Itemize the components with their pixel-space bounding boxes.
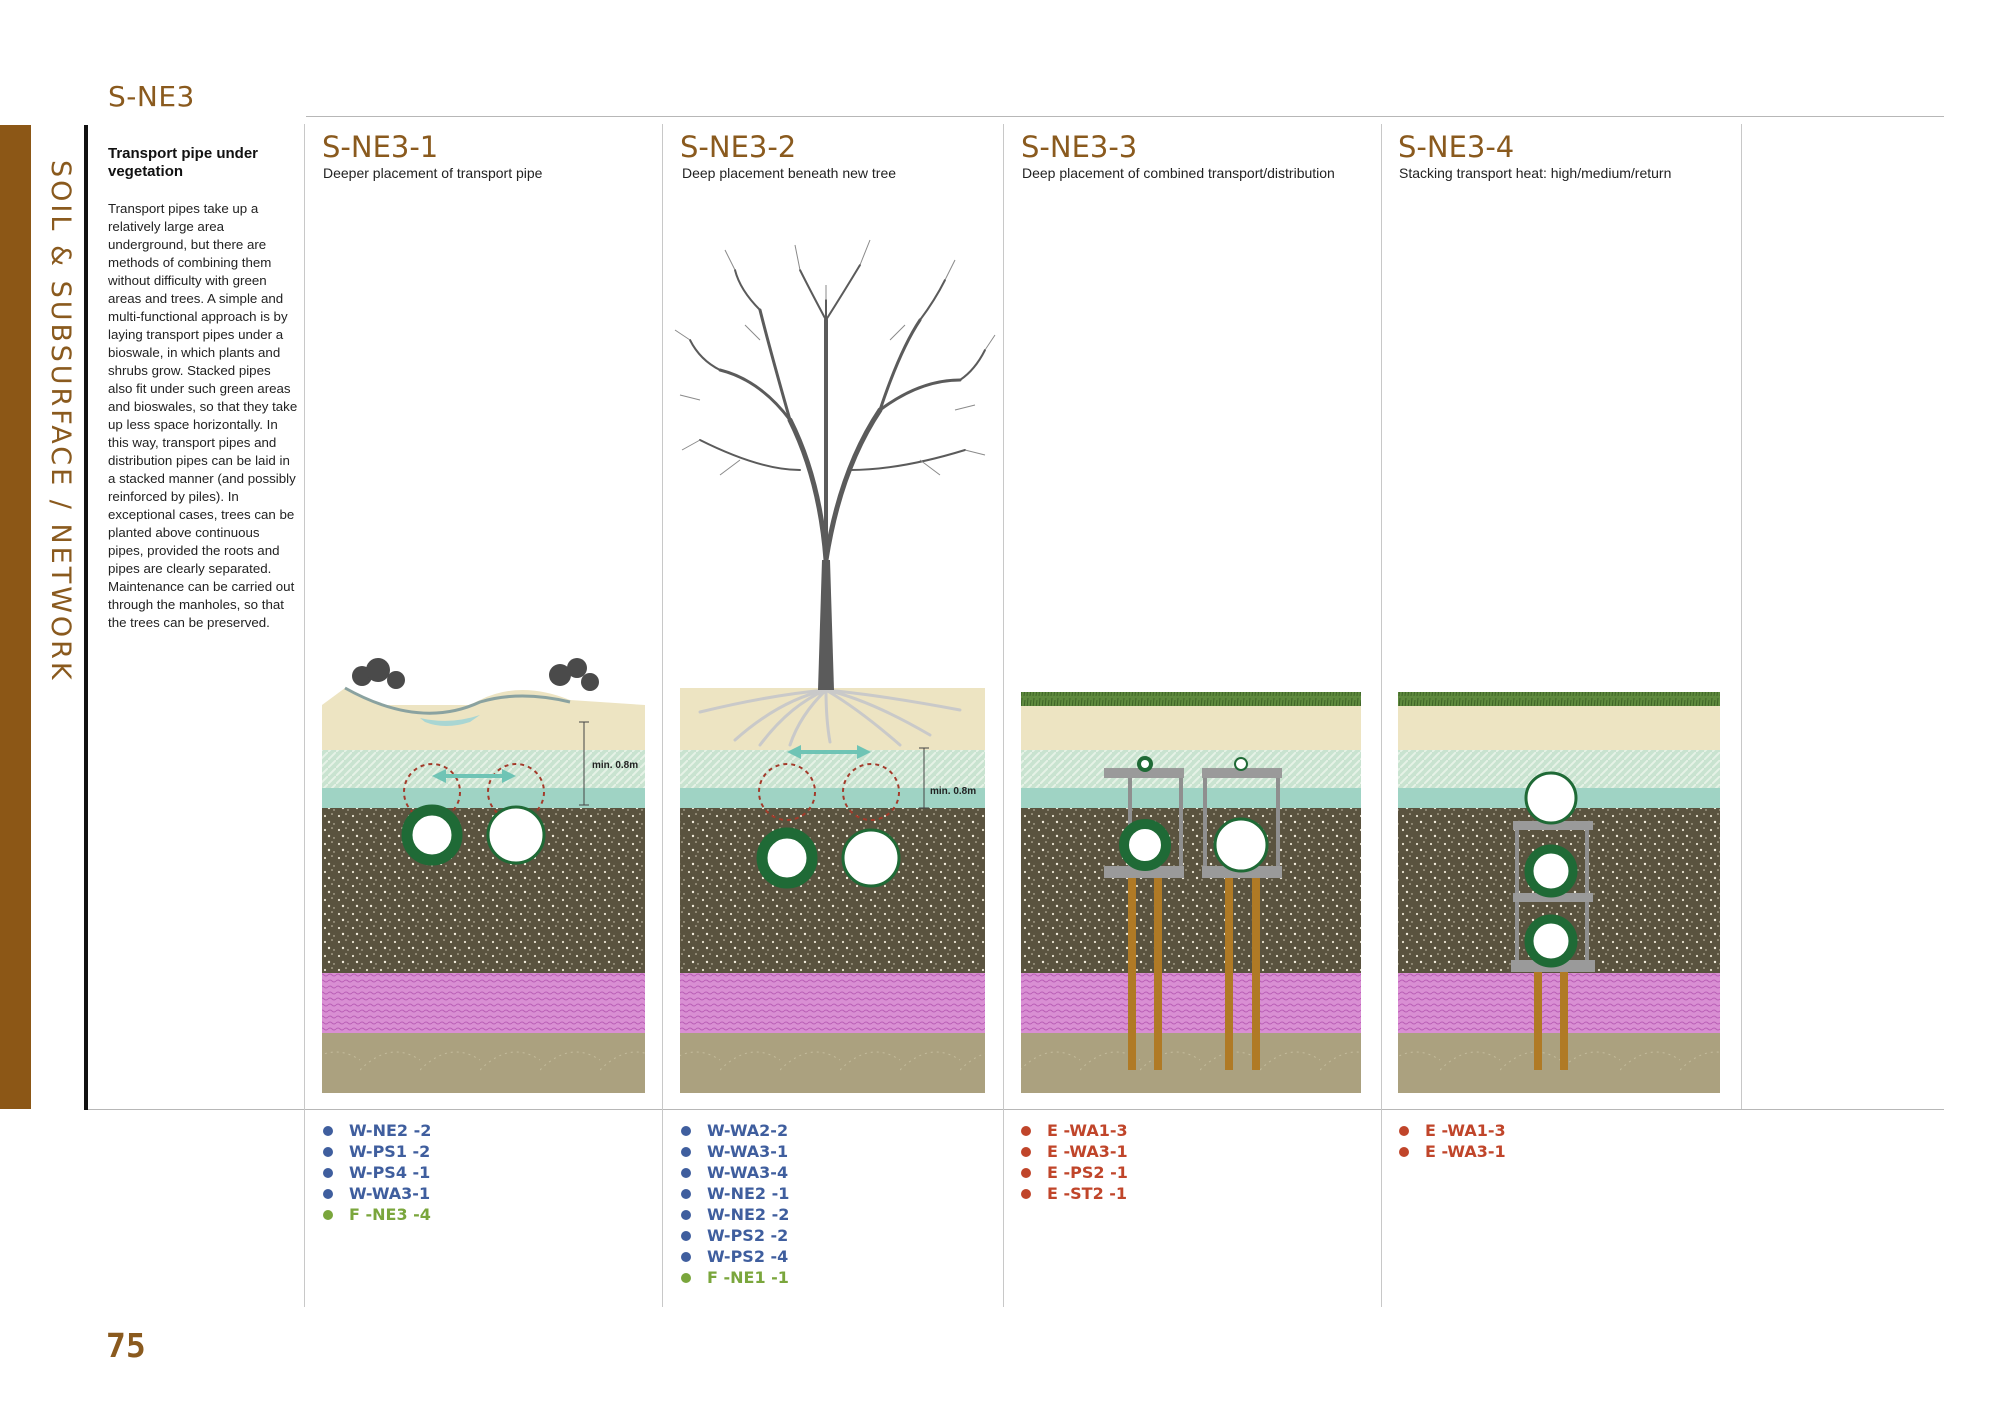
section-4-diagram [1398,692,1720,1093]
reference-label: E -WA1-3 [1047,1121,1128,1140]
bullet-dot-icon [1021,1167,1031,1178]
bullet-dot-icon [323,1125,333,1136]
bullet-dot-icon [1399,1125,1409,1136]
reference-label: W-NE2 -2 [707,1205,790,1224]
bullet-dot-icon [681,1272,691,1283]
bullet-dot-icon [323,1209,333,1220]
reference-item[interactable]: E -PS2 -1 [1021,1162,1128,1183]
bottom-divider [86,1109,1944,1110]
column-divider [1381,124,1382,1307]
column-2-subtitle: Deep placement beneath new tree [682,165,897,181]
reference-label: E -WA3-1 [1425,1142,1506,1161]
sidebar-label: SOIL & SUBSURFACE / NETWORK [45,160,76,683]
sidebar-color-bar [0,125,31,1109]
section-2-diagram [674,239,996,1093]
bullet-dot-icon [681,1167,691,1178]
section-code: S-NE3 [108,80,195,113]
column-divider [304,124,305,1307]
section-3-diagram [1021,692,1361,1093]
reference-label: E -ST2 -1 [1047,1184,1128,1203]
reference-item[interactable]: E -WA3-1 [1021,1141,1128,1162]
column-1-code: S-NE3-1 [322,130,439,164]
column-2-code: S-NE3-2 [680,130,797,164]
reference-item[interactable]: W-NE2 -2 [681,1204,789,1225]
reference-item[interactable]: W-WA3-1 [681,1141,789,1162]
column-divider [662,124,663,1307]
reference-label: W-PS1 -2 [349,1142,431,1161]
reference-label: W-PS4 -1 [349,1163,431,1182]
bullet-dot-icon [681,1230,691,1241]
top-divider [306,116,1944,117]
reference-item[interactable]: W-PS2 -4 [681,1246,789,1267]
reference-label: F -NE1 -1 [707,1268,789,1287]
reference-item[interactable]: W-PS1 -2 [323,1141,431,1162]
bullet-dot-icon [681,1146,691,1157]
bullet-dot-icon [323,1167,333,1178]
column-divider [1003,124,1004,1307]
bullet-dot-icon [1399,1146,1409,1157]
column-divider [1741,124,1742,1109]
column-4-subtitle: Stacking transport heat: high/medium/ret… [1399,165,1672,181]
reference-label: W-NE2 -1 [707,1184,790,1203]
reference-label: W-PS2 -2 [707,1226,789,1245]
reference-item[interactable]: F -NE3 -4 [323,1204,431,1225]
reference-label: E -PS2 -1 [1047,1163,1128,1182]
reference-label: W-WA3-1 [349,1184,431,1203]
reference-label: W-NE2 -2 [349,1121,432,1140]
column-3-subtitle: Deep placement of combined transport/dis… [1022,165,1335,181]
references-column-1: W-NE2 -2 W-PS1 -2 W-PS4 -1 W-WA3-1 F -NE3 -4 [323,1120,431,1225]
reference-label: W-WA3-4 [707,1163,789,1182]
section-1-diagram [322,658,645,1093]
reference-label: E -WA1-3 [1425,1121,1506,1140]
intro-title: Transport pipe under vegetation [108,145,259,180]
column-3-code: S-NE3-3 [1021,130,1138,164]
reference-item[interactable]: E -WA3-1 [1399,1141,1506,1162]
reference-item[interactable]: E -WA1-3 [1021,1120,1128,1141]
reference-label: W-WA3-1 [707,1142,789,1161]
column-1-subtitle: Deeper placement of transport pipe [323,165,543,181]
reference-item[interactable]: W-NE2 -1 [681,1183,789,1204]
bullet-dot-icon [1021,1146,1031,1157]
bullet-dot-icon [681,1251,691,1262]
bullet-dot-icon [681,1209,691,1220]
bullet-dot-icon [681,1188,691,1199]
bullet-dot-icon [681,1125,691,1136]
bullet-dot-icon [1021,1125,1031,1136]
depth-label-2: min. 0.8m [930,786,976,797]
column-4-code: S-NE3-4 [1398,130,1515,164]
reference-item[interactable]: W-WA2-2 [681,1120,789,1141]
depth-label-1: min. 0.8m [592,760,638,771]
intro-body: Transport pipes take up a relatively lar… [108,201,298,630]
reference-label: F -NE3 -4 [349,1205,431,1224]
bullet-dot-icon [1021,1188,1031,1199]
reference-label: W-WA2-2 [707,1121,789,1140]
reference-item[interactable]: W-WA3-4 [681,1162,789,1183]
reference-item[interactable]: W-NE2 -2 [323,1120,431,1141]
reference-item[interactable]: W-WA3-1 [323,1183,431,1204]
page-number: 75 [106,1326,146,1365]
reference-label: W-PS2 -4 [707,1247,789,1266]
references-column-3: E -WA1-3 E -WA3-1 E -PS2 -1 E -ST2 -1 [1021,1120,1128,1204]
reference-item[interactable]: E -WA1-3 [1399,1120,1506,1141]
content-left-bar [84,125,88,1110]
reference-item[interactable]: E -ST2 -1 [1021,1183,1128,1204]
references-column-4: E -WA1-3 E -WA3-1 [1399,1120,1506,1162]
reference-label: E -WA3-1 [1047,1142,1128,1161]
reference-item[interactable]: W-PS4 -1 [323,1162,431,1183]
reference-item[interactable]: F -NE1 -1 [681,1267,789,1288]
bullet-dot-icon [323,1188,333,1199]
bullet-dot-icon [323,1146,333,1157]
reference-item[interactable]: W-PS2 -2 [681,1225,789,1246]
